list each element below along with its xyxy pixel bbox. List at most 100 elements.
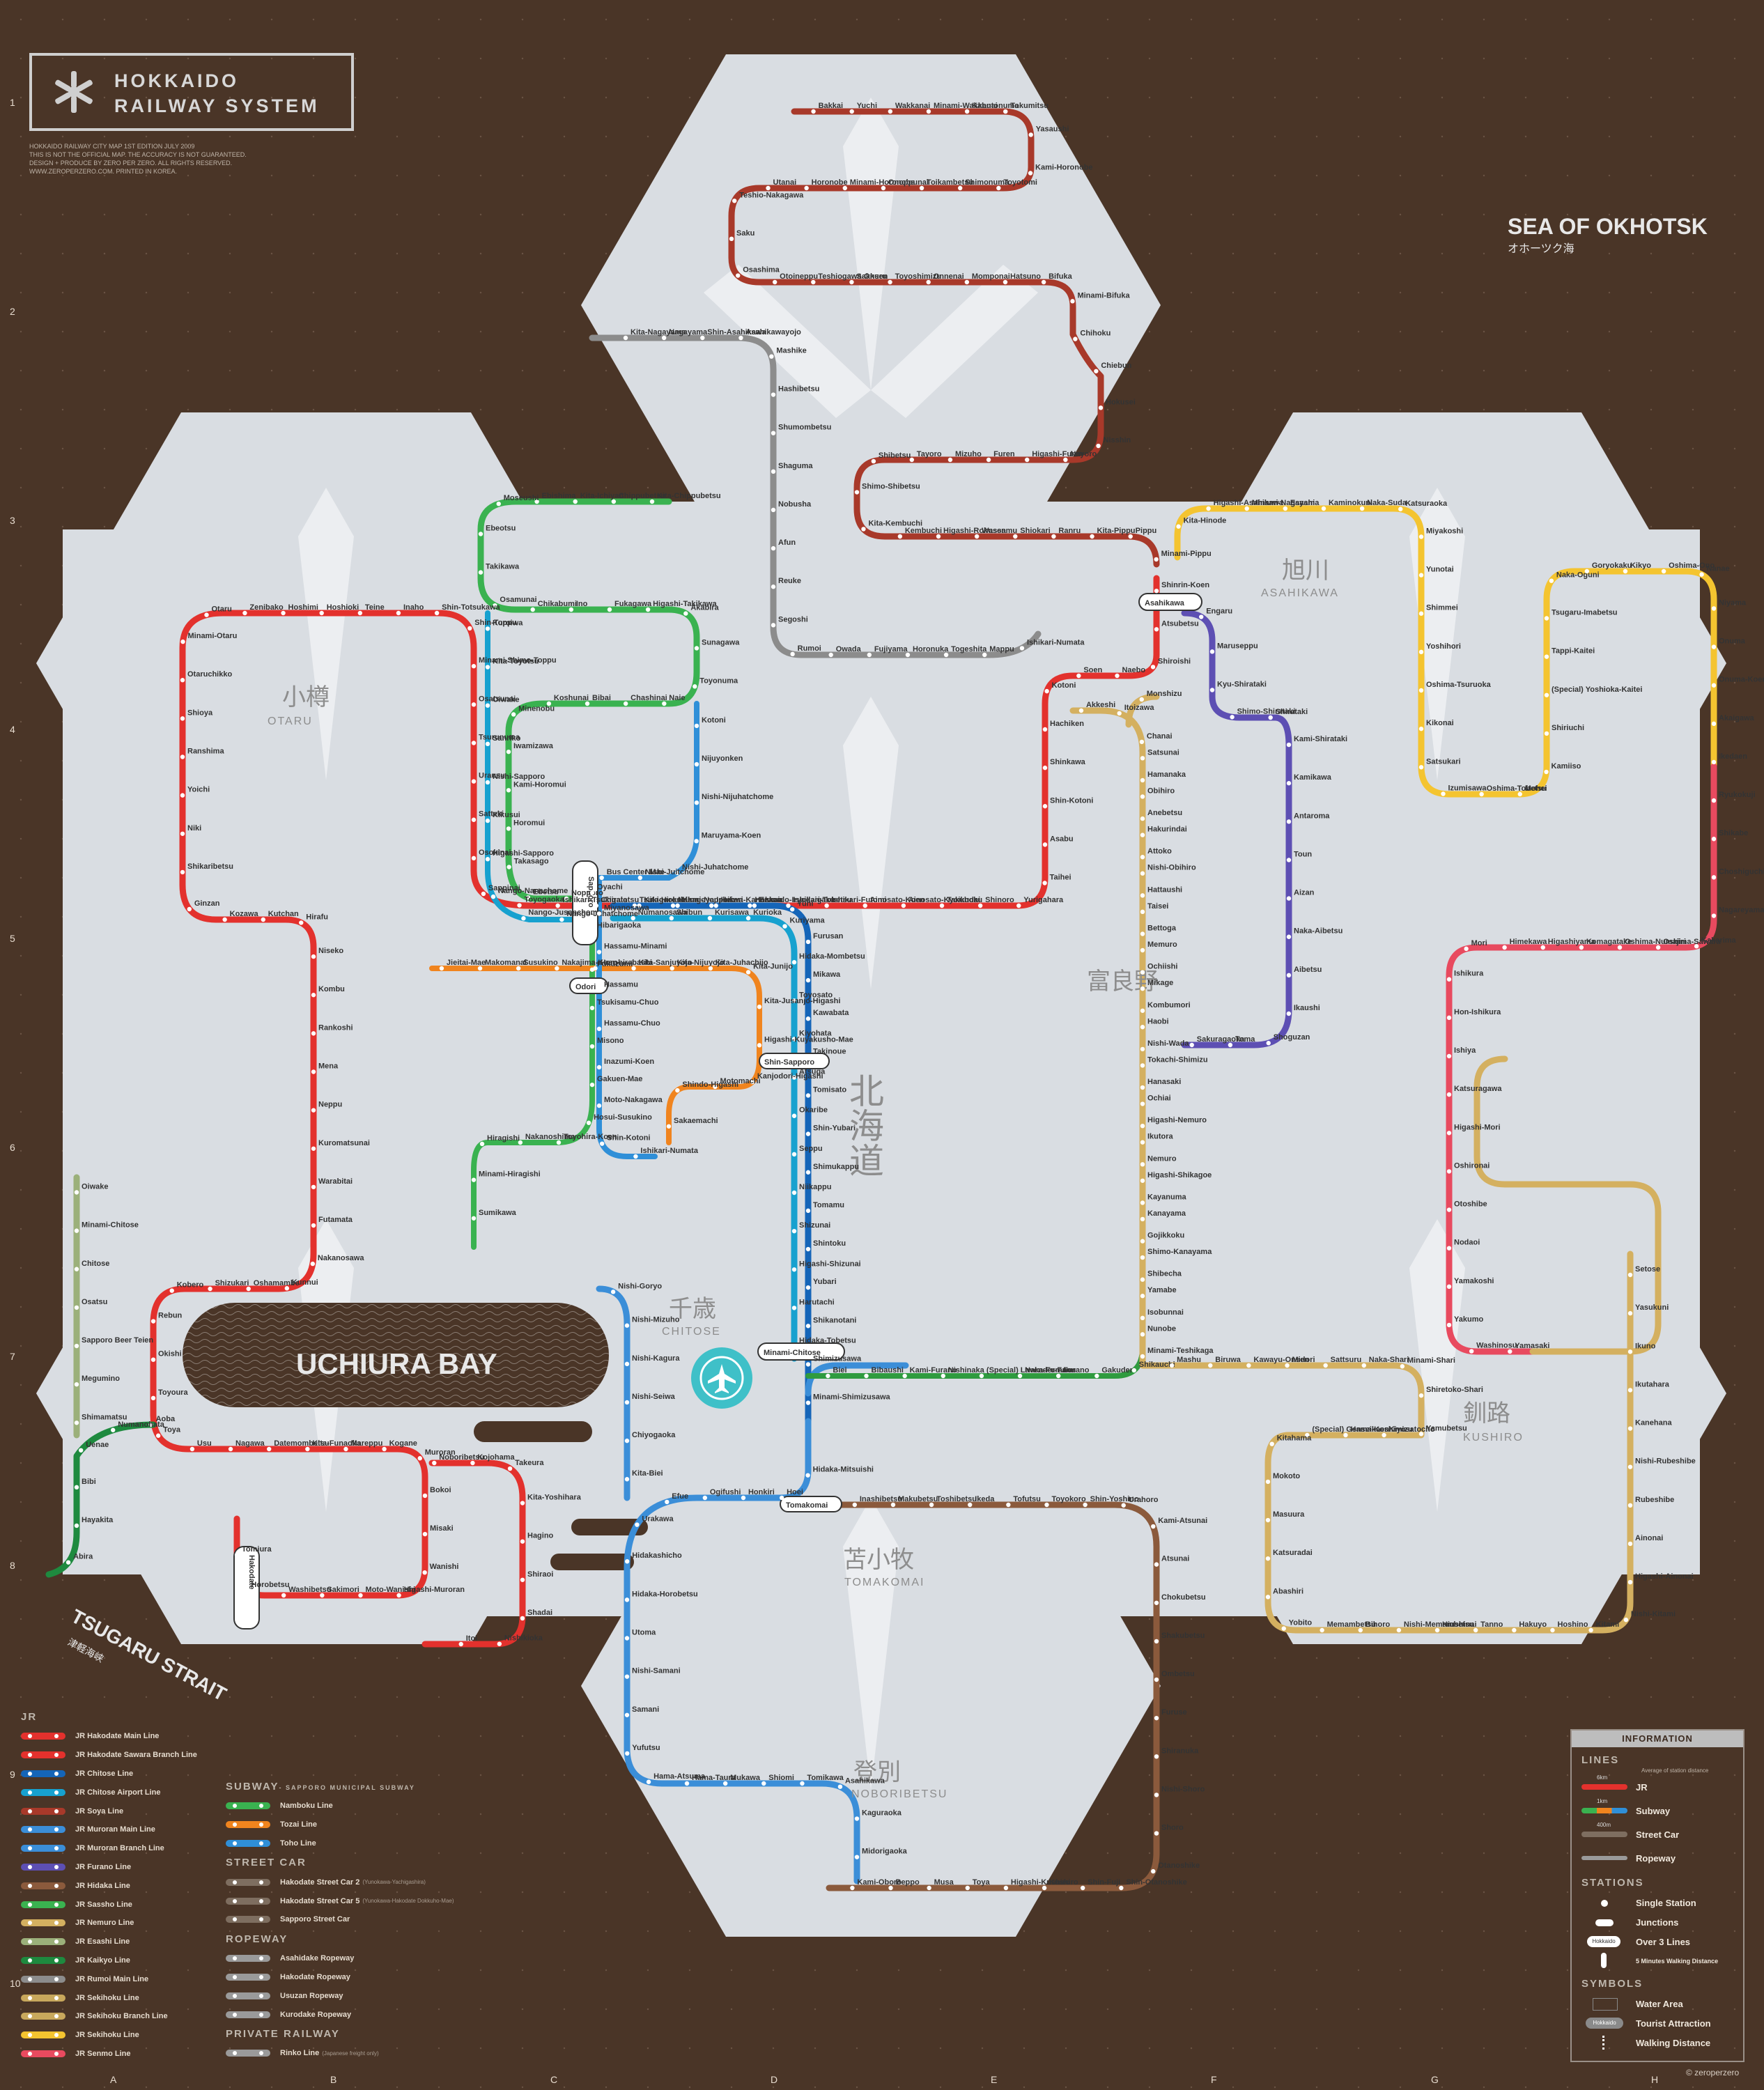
station-label: Shin-Fuji — [1088, 1878, 1120, 1887]
station-label: Shin-Yoshino — [1090, 1495, 1139, 1503]
station-label: Koshunai — [554, 694, 589, 702]
station-label: Kikonai — [1426, 719, 1454, 727]
station-label: Kita-Juhachijo — [715, 959, 768, 967]
station-dot — [1244, 506, 1249, 511]
station-label: Musa — [934, 1878, 954, 1887]
station-label: Katsuraoka — [1405, 500, 1448, 508]
station-dot — [1154, 1600, 1159, 1605]
station-dot — [1711, 683, 1717, 688]
jr-line-label: JR Hakodate Main Line — [75, 1732, 160, 1741]
station-label: Tayoro — [917, 450, 942, 458]
station-dot — [645, 607, 651, 612]
jr-line-label: JR Sassho Line — [75, 1900, 132, 1909]
station-label: Shimonuma — [965, 178, 1009, 187]
station-minami-chitose: Minami-Chitose — [764, 1349, 821, 1357]
station-dot — [596, 950, 602, 954]
grid-row-label: 2 — [10, 306, 15, 317]
station-dot — [1694, 944, 1699, 949]
station-dot — [1512, 1627, 1517, 1633]
station-label: Sattsuru — [1331, 1356, 1362, 1364]
station-label: Shinoro — [985, 896, 1014, 904]
station-label: Kushiro — [1049, 1878, 1078, 1887]
station-dot — [471, 817, 477, 822]
station-label: Eniwa — [759, 896, 782, 904]
station-label: Kami-Horomui — [513, 780, 566, 789]
jr-line-swatch-icon — [21, 1863, 65, 1871]
station-dot — [556, 1140, 562, 1145]
station-dot — [974, 534, 980, 539]
station-label: Shoro — [1161, 1824, 1184, 1832]
station-label: Hidaka-Mombetsu — [799, 952, 865, 961]
station-label: Biei — [833, 1366, 846, 1375]
station-label: Shin-Otanoshike — [1126, 1878, 1186, 1887]
grid-column-label: G — [1431, 2074, 1439, 2085]
station-label: Numanosawa — [638, 908, 688, 917]
station-label: Kita-Ichiyan — [580, 492, 624, 500]
station-dot — [745, 970, 751, 975]
station-dot — [897, 534, 903, 539]
station-dot — [1094, 1373, 1099, 1379]
station-dot — [1094, 369, 1099, 373]
station-dot — [1140, 947, 1145, 953]
station-dot — [1028, 171, 1033, 176]
station-dot — [790, 651, 795, 657]
station-label: Minami-Bifuka — [1077, 291, 1130, 300]
station-label: Momponai — [972, 272, 1010, 281]
station-dot — [675, 903, 680, 908]
station-label: Shin-Totsukawa — [442, 603, 500, 612]
subway-head-sub: - SAPPORO MUNICIPAL SUBWAY — [279, 1784, 415, 1791]
jr-chitose-line — [610, 902, 812, 1425]
station-dot — [1096, 443, 1101, 449]
station-dot — [1286, 858, 1292, 862]
station-dot — [311, 1146, 316, 1151]
station-label: Osatsu — [82, 1298, 107, 1306]
station-dot — [1265, 1517, 1271, 1523]
station-dot — [1418, 726, 1424, 732]
station-dot — [1711, 837, 1717, 842]
station-dot — [1140, 1277, 1145, 1282]
station-dot — [1140, 1315, 1145, 1321]
jr-rumoi-line — [589, 334, 1042, 658]
station-label: Sanriko — [493, 734, 521, 743]
station-label: Shiretoko-Shari — [1426, 1386, 1483, 1394]
station-label: Yuchi — [857, 102, 877, 110]
station-dot — [1154, 1754, 1159, 1759]
station-label: Furuse — [1161, 1708, 1187, 1717]
station-dot — [649, 499, 655, 504]
station-label: Sakaemachi — [674, 1117, 718, 1125]
station-dot — [1464, 946, 1469, 952]
station-dot — [713, 1084, 718, 1090]
station-label: Mokoto — [1273, 1472, 1300, 1480]
station-label: Kami-Atsunai — [1158, 1517, 1207, 1525]
station-label: Hoshioki — [327, 603, 359, 612]
station-dot — [1623, 1617, 1629, 1623]
legend-ropeway-head: ROPEWAY — [226, 1933, 288, 1945]
station-dot — [982, 652, 987, 658]
station-dot — [1627, 1464, 1633, 1469]
station-dot — [1140, 871, 1145, 876]
station-dot — [1549, 578, 1554, 583]
station-dot — [1711, 913, 1717, 918]
jr-line-label: JR Kaikyo Line — [75, 1956, 130, 1965]
jr-kaikyo-line — [45, 1421, 157, 1578]
station-label: Reuke — [778, 577, 801, 585]
station-label: Kuromatsunai — [318, 1139, 370, 1147]
station-label: Makubetsu — [898, 1495, 938, 1503]
station-label: Nakagoya — [678, 896, 715, 904]
station-dot — [947, 457, 953, 463]
station-label: Rankoshi — [318, 1023, 353, 1032]
station-dot — [748, 903, 752, 908]
station-label: Oyachi — [597, 883, 623, 892]
station-label: Neppu — [318, 1101, 342, 1109]
ropeway-line-swatch-icon — [226, 1973, 270, 1981]
credit-line: DESIGN + PRODUCE BY ZERO PER ZERO. ALL R… — [29, 160, 233, 167]
station-label: Ochiishi — [1147, 963, 1177, 971]
station-label: Fukuzumi — [597, 960, 633, 968]
station-dot — [479, 1141, 485, 1147]
subway-legend-row: Namboku Line — [226, 1797, 454, 1816]
jr-line-label: JR Sekihoku Line — [75, 2031, 139, 2040]
station-dot — [1042, 881, 1047, 885]
station-dot — [311, 1031, 316, 1036]
station-dot — [1627, 1503, 1633, 1508]
grid-row-label: 10 — [10, 1978, 21, 1989]
